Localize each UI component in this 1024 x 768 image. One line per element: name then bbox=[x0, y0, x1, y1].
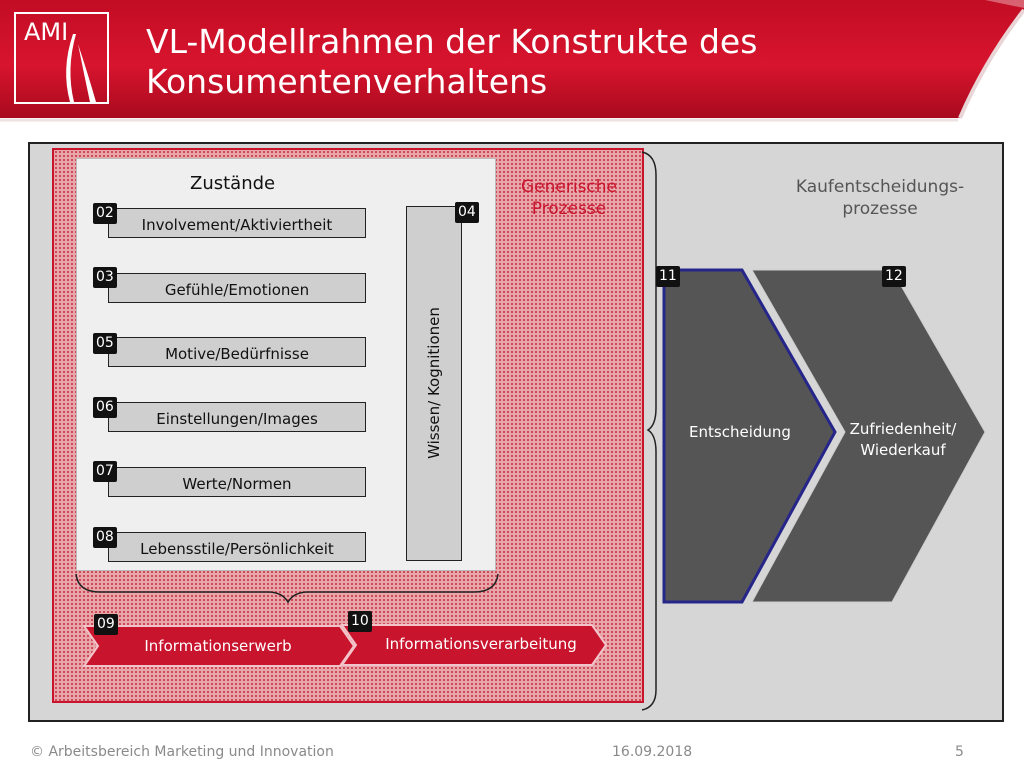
badge-05: 05 bbox=[93, 333, 117, 354]
knowledge-bar bbox=[406, 206, 462, 561]
badge-03: 03 bbox=[93, 267, 117, 288]
info-acquisition-arrow bbox=[82, 625, 356, 667]
state-involvement: Involvement/Aktiviertheit bbox=[108, 208, 366, 238]
header-banner bbox=[0, 0, 1024, 122]
states-title: Zustände bbox=[190, 173, 276, 194]
info-acquisition-label: Informationserwerb bbox=[144, 637, 292, 655]
state-emotions: Gefühle/Emotionen bbox=[108, 273, 366, 303]
footer-page-number: 5 bbox=[955, 744, 964, 760]
info-processing-arrow bbox=[340, 624, 608, 666]
state-lifestyles: Lebensstile/Persönlichkeit bbox=[108, 532, 366, 562]
footer-copyright: © Arbeitsbereich Marketing und Innovatio… bbox=[30, 744, 334, 760]
logo: AMI bbox=[14, 12, 109, 104]
satisfaction-label: Zufriedenheit/ Wiederkauf bbox=[849, 420, 957, 459]
sail-logo-icon bbox=[66, 34, 96, 102]
info-processing-label: Informationsverarbeitung bbox=[385, 635, 577, 653]
badge-10: 10 bbox=[348, 611, 372, 632]
decision-label: Entscheidung bbox=[689, 423, 791, 441]
badge-06: 06 bbox=[93, 397, 117, 418]
decision-arrow bbox=[662, 268, 837, 604]
logo-text: AMI bbox=[24, 18, 69, 46]
badge-08: 08 bbox=[93, 527, 117, 548]
footer-date: 16.09.2018 bbox=[612, 744, 693, 760]
purchase-processes-title: Kaufentscheidungs- prozesse bbox=[795, 177, 965, 219]
badge-09: 09 bbox=[94, 614, 118, 635]
badge-12: 12 bbox=[882, 266, 906, 287]
badge-07: 07 bbox=[93, 461, 117, 482]
generic-processes-title: Generische Prozesse bbox=[520, 177, 617, 219]
page-title: VL-Modellrahmen der Konstrukte des Konsu… bbox=[146, 22, 758, 101]
badge-02: 02 bbox=[93, 203, 117, 224]
badge-11: 11 bbox=[656, 266, 680, 287]
badge-04: 04 bbox=[455, 202, 479, 223]
states-brace-icon bbox=[75, 573, 499, 604]
state-motives: Motive/Bedürfnisse bbox=[108, 337, 366, 367]
vertical-brace-icon bbox=[641, 151, 657, 711]
state-attitudes: Einstellungen/Images bbox=[108, 402, 366, 432]
state-values: Werte/Normen bbox=[108, 467, 366, 497]
